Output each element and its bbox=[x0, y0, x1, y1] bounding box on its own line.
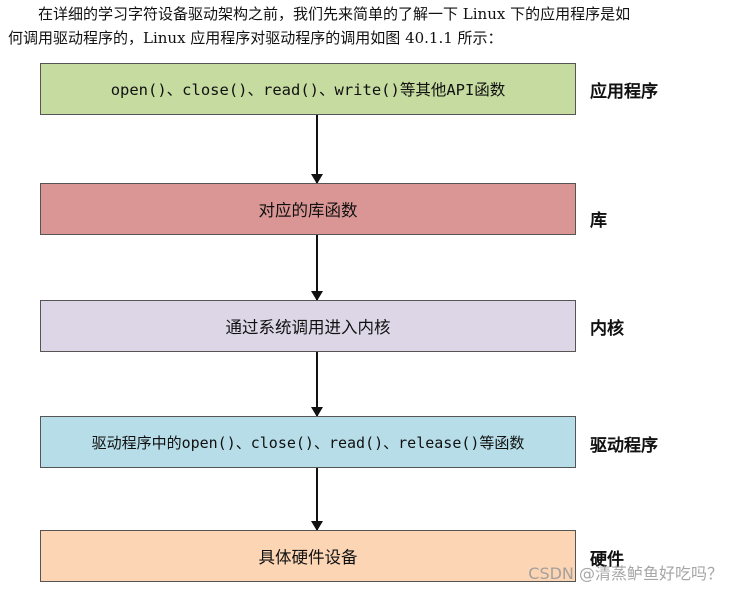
layer-box-text: 通过系统调用进入内核 bbox=[225, 318, 391, 337]
layer-box-application: open()、close()、read()、write()等其他API函数 bbox=[40, 63, 576, 115]
layer-box-text: 具体硬件设备 bbox=[258, 548, 358, 567]
layer-label-hardware: 硬件 bbox=[590, 550, 624, 570]
intro-line-1: 在详细的学习字符设备驱动架构之前，我们先来简单的了解一下 Linux 下的应用程… bbox=[38, 5, 631, 23]
layer-label-driver: 驱动程序 bbox=[590, 436, 658, 456]
intro-line-2: 何调用驱动程序的，Linux 应用程序对驱动程序的调用如图 40.1.1 所示： bbox=[8, 29, 503, 47]
arrow-driver-to-hardware bbox=[311, 468, 323, 531]
layer-label-application: 应用程序 bbox=[590, 82, 658, 102]
intro-paragraph: 在详细的学习字符设备驱动架构之前，我们先来简单的了解一下 Linux 下的应用程… bbox=[8, 2, 728, 50]
layer-box-kernel: 通过系统调用进入内核 bbox=[40, 300, 576, 352]
layer-box-text: 驱动程序中的open()、close()、read()、release()等函数 bbox=[91, 433, 525, 452]
layer-label-library: 库 bbox=[590, 211, 607, 231]
layer-box-hardware: 具体硬件设备 bbox=[40, 530, 576, 582]
csdn-watermark: CSDN @清蒸鲈鱼好吃吗？ bbox=[528, 564, 723, 583]
layer-box-driver: 驱动程序中的open()、close()、read()、release()等函数 bbox=[40, 416, 576, 468]
layer-box-text: open()、close()、read()、write()等其他API函数 bbox=[110, 81, 506, 99]
layer-label-kernel: 内核 bbox=[590, 319, 624, 339]
arrow-lib-to-kernel bbox=[311, 235, 323, 301]
layer-box-text: 对应的库函数 bbox=[258, 201, 358, 220]
arrow-kernel-to-driver bbox=[311, 352, 323, 417]
layer-box-library: 对应的库函数 bbox=[40, 183, 576, 235]
arrow-app-to-lib bbox=[311, 115, 323, 184]
